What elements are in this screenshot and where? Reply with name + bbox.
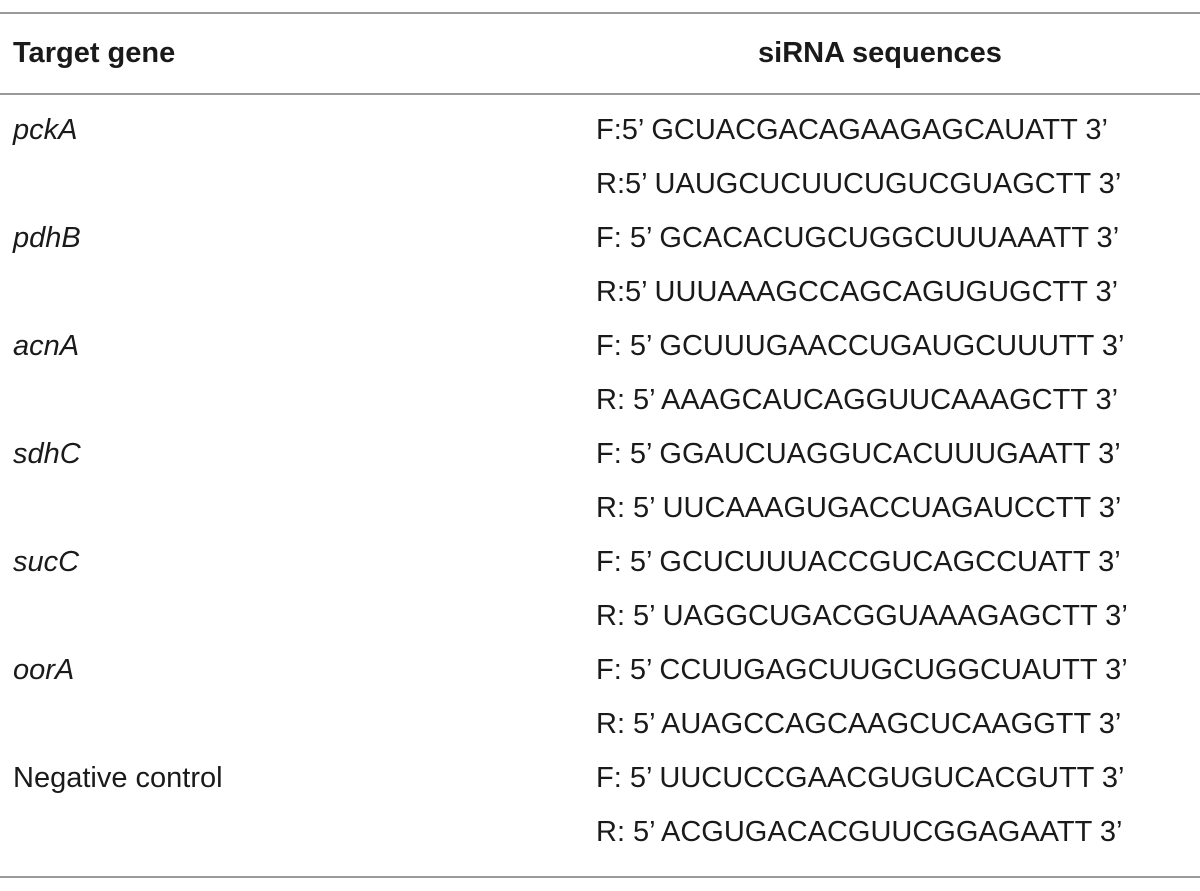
sequence-cell: F: 5’ GGAUCUAGGUCACUUUGAATT 3’ (596, 438, 1121, 470)
gene-cell: sdhC (13, 438, 81, 470)
table-row: sucC F: 5’ GCUCUUUACCGUCAGCCUATT 3’ (0, 535, 1200, 589)
header-sirna-sequences: siRNA sequences (758, 37, 1002, 69)
sequence-cell: F: 5’ UUCUCCGAACGUGUCACGUTT 3’ (596, 762, 1125, 794)
gene-cell: acnA (13, 330, 80, 362)
table-row: R: 5’ AAAGCAUCAGGUUCAAAGCTT 3’ (0, 373, 1200, 427)
gene-cell: sucC (13, 546, 80, 578)
table-row: R: 5’ UAGGCUGACGGUAAAGAGCTT 3’ (0, 589, 1200, 643)
sequence-cell: R:5’ UAUGCUCUUCUGUCGUAGCTT 3’ (596, 168, 1122, 200)
gene-cell: pckA (13, 114, 78, 146)
table-body: pckA F:5’ GCUACGACAGAAGAGCAUATT 3’ R:5’ … (0, 103, 1200, 859)
sequence-cell: F: 5’ CCUUGAGCUUGCUGGCUAUTT 3’ (596, 654, 1128, 686)
table-header-rule (0, 93, 1200, 95)
table-row: R: 5’ ACGUGACACGUUCGGAGAATT 3’ (0, 805, 1200, 859)
table-row: R: 5’ UUCAAAGUGACCUAGAUCCTT 3’ (0, 481, 1200, 535)
table-top-rule (0, 12, 1200, 14)
gene-cell: pdhB (13, 222, 81, 254)
table-row: oorA F: 5’ CCUUGAGCUUGCUGGCUAUTT 3’ (0, 643, 1200, 697)
table-row: R:5’ UAUGCUCUUCUGUCGUAGCTT 3’ (0, 157, 1200, 211)
table-bottom-rule (0, 876, 1200, 878)
header-target-gene: Target gene (13, 37, 176, 69)
sequence-cell: R: 5’ AAAGCAUCAGGUUCAAAGCTT 3’ (596, 384, 1119, 416)
table-row: R:5’ UUUAAAGCCAGCAGUGUGCTT 3’ (0, 265, 1200, 319)
sequence-cell: F: 5’ GCACACUGCUGGCUUUAAATT 3’ (596, 222, 1120, 254)
sequence-cell: F: 5’ GCUCUUUACCGUCAGCCUATT 3’ (596, 546, 1121, 578)
sequence-cell: R:5’ UUUAAAGCCAGCAGUGUGCTT 3’ (596, 276, 1119, 308)
sequence-cell: F: 5’ GCUUUGAACCUGAUGCUUUTT 3’ (596, 330, 1125, 362)
gene-cell: oorA (13, 654, 75, 686)
table-row: R: 5’ AUAGCCAGCAAGCUCAAGGTT 3’ (0, 697, 1200, 751)
table-row: Negative control F: 5’ UUCUCCGAACGUGUCAC… (0, 751, 1200, 805)
table-row: pckA F:5’ GCUACGACAGAAGAGCAUATT 3’ (0, 103, 1200, 157)
sequence-cell: R: 5’ UUCAAAGUGACCUAGAUCCTT 3’ (596, 492, 1122, 524)
table-row: acnA F: 5’ GCUUUGAACCUGAUGCUUUTT 3’ (0, 319, 1200, 373)
table-header: Target gene siRNA sequences (0, 14, 1200, 93)
sequence-cell: R: 5’ UAGGCUGACGGUAAAGAGCTT 3’ (596, 600, 1128, 632)
gene-cell: Negative control (13, 762, 223, 794)
sequence-cell: R: 5’ AUAGCCAGCAAGCUCAAGGTT 3’ (596, 708, 1122, 740)
table-row: sdhC F: 5’ GGAUCUAGGUCACUUUGAATT 3’ (0, 427, 1200, 481)
table-row: pdhB F: 5’ GCACACUGCUGGCUUUAAATT 3’ (0, 211, 1200, 265)
sequence-cell: R: 5’ ACGUGACACGUUCGGAGAATT 3’ (596, 816, 1123, 848)
sequence-cell: F:5’ GCUACGACAGAAGAGCAUATT 3’ (596, 114, 1108, 146)
